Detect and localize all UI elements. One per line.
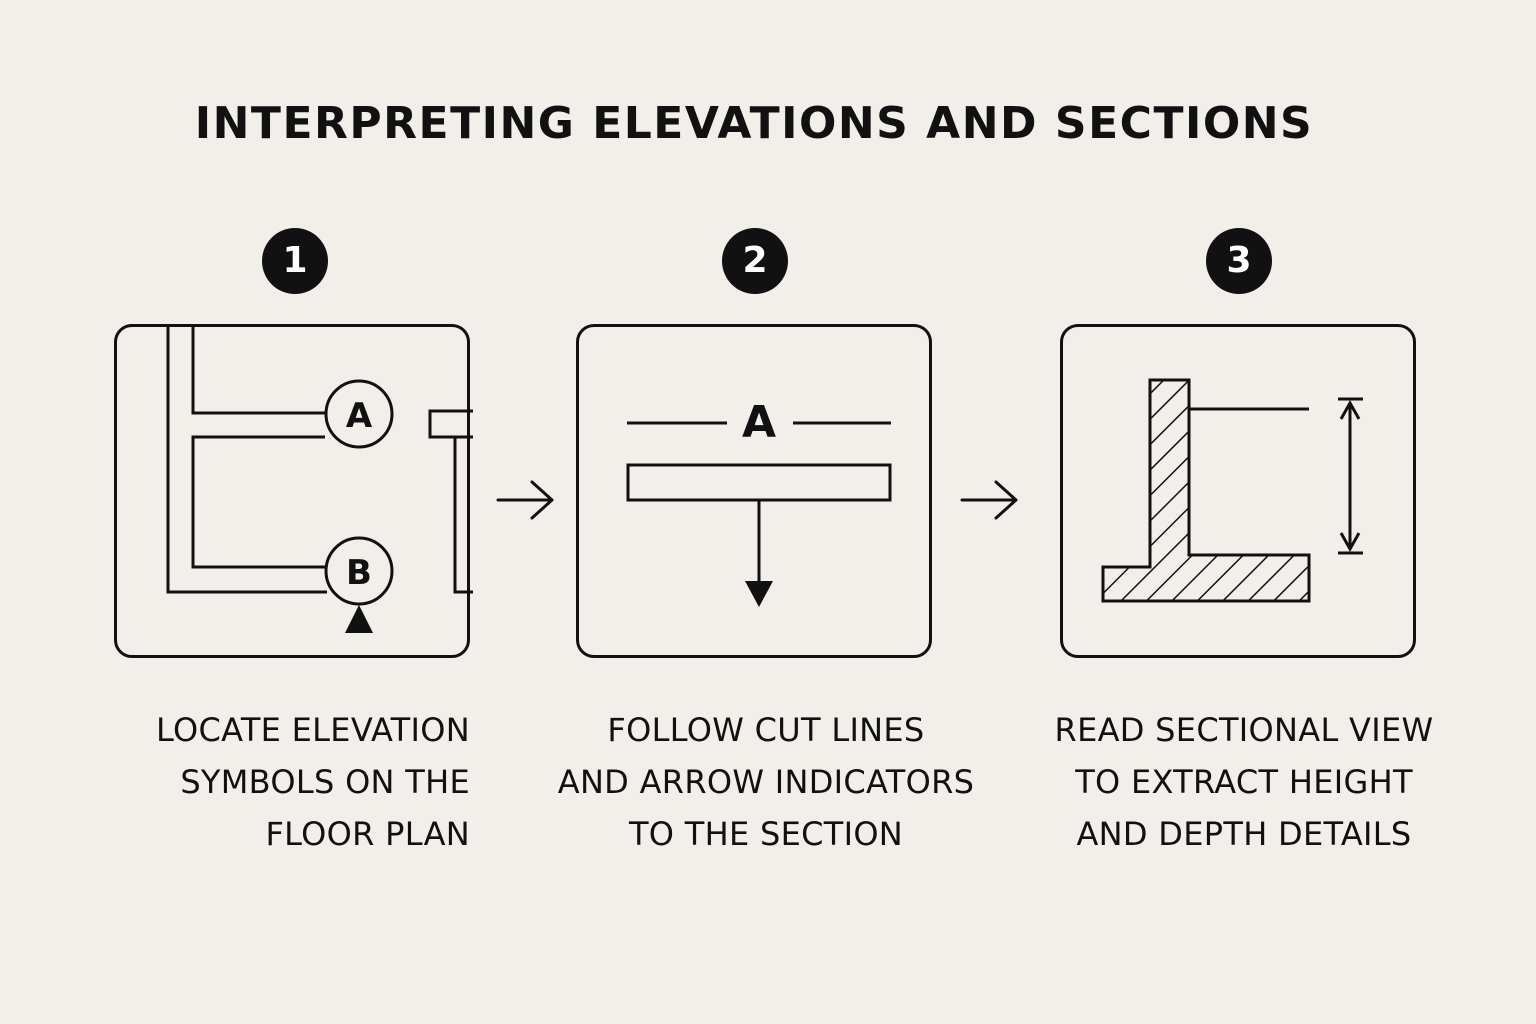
- step-2-caption-line: FOLLOW CUT LINES: [607, 711, 925, 749]
- step-3-badge: 3: [1206, 228, 1272, 294]
- step-2-badge: 2: [722, 228, 788, 294]
- step-2-panel: A: [576, 324, 932, 658]
- step-3-caption-line: TO EXTRACT HEIGHT: [1075, 763, 1413, 801]
- section-view-icon: [1101, 378, 1363, 603]
- floor-plan-icon: A B: [166, 327, 473, 633]
- direction-triangle-icon: [345, 605, 373, 633]
- step-1-caption-line: LOCATE ELEVATION: [156, 711, 470, 749]
- elevation-marker-a: A: [324, 379, 394, 449]
- step-2-caption-line: TO THE SECTION: [628, 815, 904, 853]
- step-3-panel: [1060, 324, 1416, 658]
- marker-b-label: B: [346, 553, 372, 593]
- right-arrow-icon: [960, 480, 1018, 520]
- elevation-marker-b: B: [324, 536, 394, 633]
- cut-line-label: A: [742, 397, 776, 448]
- step-3-caption: READ SECTIONAL VIEW TO EXTRACT HEIGHT AN…: [1026, 704, 1462, 860]
- step-1-caption-line: FLOOR PLAN: [265, 815, 470, 853]
- arrow-down-icon: [745, 581, 773, 607]
- cut-line-icon: A: [626, 397, 892, 607]
- right-arrow-icon: [496, 480, 554, 520]
- step-1-badge: 1: [262, 228, 328, 294]
- step-3-caption-line: READ SECTIONAL VIEW: [1054, 711, 1434, 749]
- step-2-caption: FOLLOW CUT LINES AND ARROW INDICATORS TO…: [536, 704, 996, 860]
- step-2-caption-line: AND ARROW INDICATORS: [557, 763, 975, 801]
- marker-a-label: A: [346, 396, 373, 436]
- step-1-caption-line: SYMBOLS ON THE: [180, 763, 470, 801]
- hatched-section: [1101, 378, 1311, 603]
- page-title: INTERPRETING ELEVATIONS AND SECTIONS: [194, 98, 1314, 149]
- step-1-panel: A B: [114, 324, 473, 658]
- step-1-caption: LOCATE ELEVATION SYMBOLS ON THE FLOOR PL…: [100, 704, 470, 860]
- height-dimension-icon: [1338, 397, 1363, 555]
- step-3-caption-line: AND DEPTH DETAILS: [1076, 815, 1412, 853]
